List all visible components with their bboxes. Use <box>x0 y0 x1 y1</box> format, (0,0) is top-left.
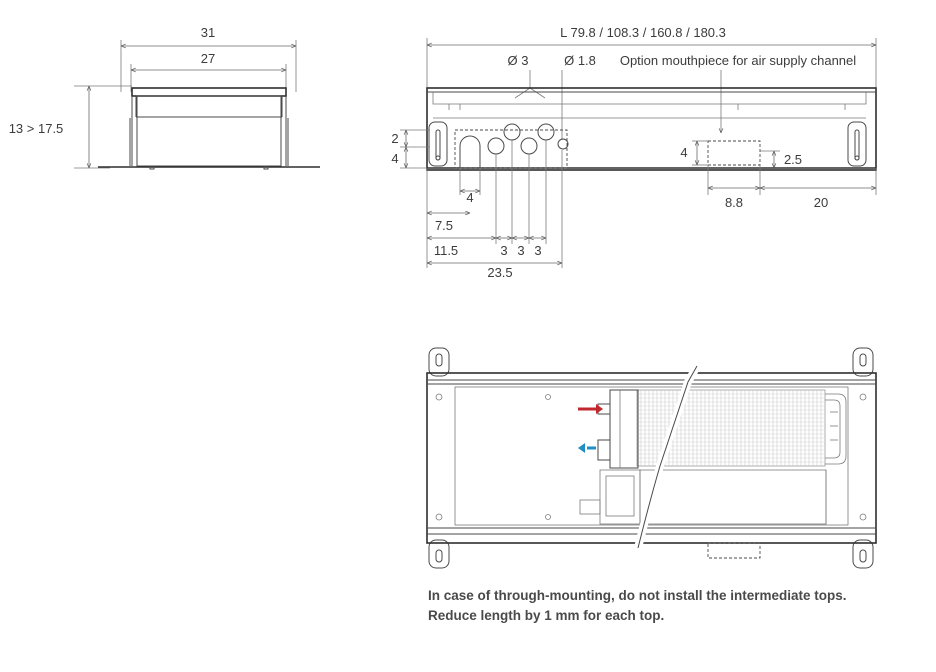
dim-3-b: 3 <box>517 243 524 258</box>
hole-3 <box>520 137 538 155</box>
front-view: L 79.8 / 108.3 / 160.8 / 180.3 Ø 3 Ø 1.8… <box>391 25 877 280</box>
return-arrowhead <box>578 443 585 453</box>
hole-small <box>557 138 569 150</box>
dim-7-5: 7.5 <box>435 218 453 233</box>
hole-label-small: Ø 1.8 <box>564 53 596 68</box>
mounting-note: In case of through-mounting, do not inst… <box>428 586 908 626</box>
mounting-bracket-bottom-right <box>852 539 874 569</box>
dim-2: 2 <box>391 131 398 146</box>
dim-2-5: 2.5 <box>784 152 802 167</box>
dim-outer-width: 31 <box>201 25 215 40</box>
hole-label-large: Ø 3 <box>508 53 529 68</box>
note-line-1: In case of through-mounting, do not inst… <box>428 588 847 603</box>
front-body <box>426 87 877 171</box>
mouthpiece-box <box>707 140 761 166</box>
mounting-bracket-top-left <box>428 347 450 377</box>
dim-3-c: 3 <box>534 243 541 258</box>
dim-height: 13 > 17.5 <box>9 121 64 136</box>
dim-inner-width: 27 <box>201 51 215 66</box>
dim-4-slot: 4 <box>466 190 473 205</box>
side-profile <box>98 87 320 170</box>
dim-11-5: 11.5 <box>434 243 458 258</box>
note-line-2: Reduce length by 1 mm for each top. <box>428 608 665 623</box>
valve-block <box>597 389 639 469</box>
hole-1 <box>487 137 505 155</box>
dim-20: 20 <box>814 195 828 210</box>
side-view: 31 27 13 > 17.5 <box>9 25 320 170</box>
dim-8-8: 8.8 <box>725 195 743 210</box>
connection-area <box>454 123 569 169</box>
dim-4-left: 4 <box>391 151 398 166</box>
hole-4 <box>537 123 555 141</box>
dim-3-a: 3 <box>500 243 507 258</box>
hole-2 <box>503 123 521 141</box>
top-view <box>426 347 877 569</box>
mounting-bracket-bottom-left <box>428 539 450 569</box>
cable-slot <box>459 135 481 168</box>
dim-23-5: 23.5 <box>487 265 512 280</box>
mouthpiece-outline <box>707 542 761 559</box>
mounting-bracket-top-right <box>852 347 874 377</box>
length-label: L 79.8 / 108.3 / 160.8 / 180.3 <box>560 25 726 40</box>
fan-motor <box>579 469 827 525</box>
heat-exchanger <box>636 389 847 467</box>
dim-4-mouth: 4 <box>680 145 687 160</box>
break-line <box>637 365 698 549</box>
supply-arrowhead <box>596 404 603 414</box>
mouthpiece-label: Option mouthpiece for air supply channel <box>620 53 856 68</box>
